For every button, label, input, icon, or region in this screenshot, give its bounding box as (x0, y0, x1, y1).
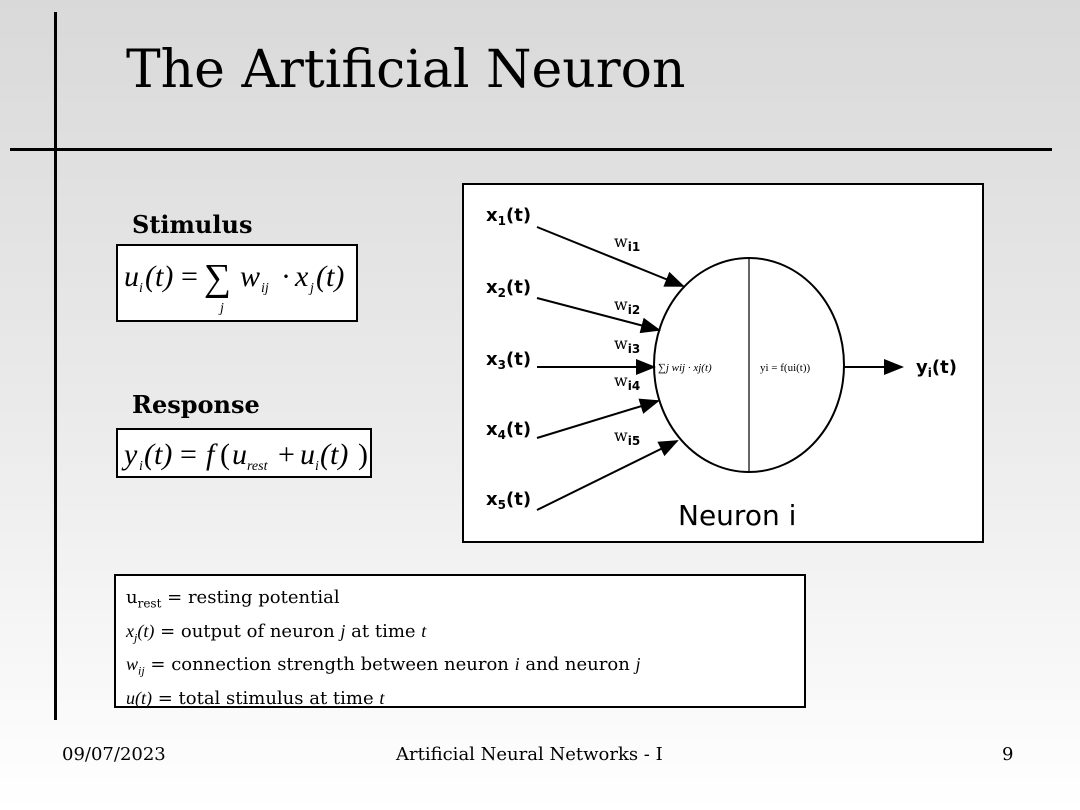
summation-sign: ∑ (204, 257, 231, 299)
input-2-arrow (536, 297, 661, 334)
input-1-label: x1(t) (486, 205, 531, 228)
footer-date: 09/07/2023 (62, 744, 166, 765)
u-subscript: i (139, 281, 143, 296)
x-symbol: x (294, 260, 309, 293)
equals-sign: = (181, 260, 198, 293)
legend-row-weight: wij = connection strength between neuron… (126, 654, 641, 678)
neuron-label: Neuron i (678, 499, 796, 532)
stimulus-heading: Stimulus (132, 210, 253, 239)
legend-row-resting: urest = resting potential (126, 587, 340, 611)
x-argument: (t) (316, 260, 344, 293)
x-subscript: j (308, 281, 314, 296)
activation-text: yi = f(ui(t)) (760, 362, 811, 374)
response-formula-box: y i (t) = f ( u rest + u i (t) ) (116, 428, 372, 478)
y-argument: (t) (144, 438, 172, 471)
weight-2-label: wi2 (614, 295, 640, 317)
u-rest-subscript: rest (247, 459, 269, 474)
u-symbol: u (124, 260, 139, 293)
equals-sign: = (180, 438, 197, 471)
u-i-symbol: u (300, 438, 315, 471)
neuron-diagram-svg: x1(t) x2(t) x3(t) x4(t) x5(t) yi(t) wi1 … (486, 205, 957, 532)
input-4-label: x4(t) (486, 419, 531, 442)
legend-row-output: xj(t) = output of neuron j at time t (126, 620, 427, 645)
y-symbol: y (121, 438, 138, 471)
sum-index: j (218, 301, 224, 316)
u-argument: (t) (145, 260, 173, 293)
open-paren: ( (220, 438, 230, 471)
neuron-diagram: x1(t) x2(t) x3(t) x4(t) x5(t) yi(t) wi1 … (462, 183, 984, 543)
slide-title: The Artificial Neuron (126, 40, 686, 100)
w-subscript: ij (261, 281, 269, 296)
u-i-subscript: i (315, 459, 319, 474)
plus-sign: + (278, 438, 295, 471)
w-symbol: w (240, 260, 260, 293)
stimulus-formula: u i (t) = ∑ j w ij · x j (t) (124, 257, 344, 316)
footer-page-number: 9 (1002, 744, 1014, 765)
weight-1-label: wi1 (614, 232, 640, 254)
input-4-arrow (536, 398, 660, 439)
weight-4-label: wi4 (614, 371, 640, 393)
input-2-label: x2(t) (486, 277, 531, 300)
legend-row-stimulus: u(t) = total stimulus at time t (126, 687, 385, 709)
input-3-label: x3(t) (486, 349, 531, 372)
dot-operator: · (281, 260, 291, 293)
footer-course: Artificial Neural Networks - I (396, 744, 663, 765)
input-5-label: x5(t) (486, 489, 531, 512)
y-subscript: i (139, 459, 143, 474)
summation-text: ∑j wij · xj(t) (658, 362, 712, 374)
f-symbol: f (206, 438, 218, 471)
horizontal-rule (10, 148, 1052, 151)
input-5-arrow (536, 440, 679, 511)
response-heading: Response (132, 390, 260, 419)
u-i-argument: (t) (320, 438, 348, 471)
u-rest-symbol: u (232, 438, 247, 471)
weight-5-label: wi5 (614, 426, 640, 448)
stimulus-formula-box: u i (t) = ∑ j w ij · x j (t) (116, 244, 358, 322)
vertical-rule (54, 12, 57, 720)
output-label: yi(t) (916, 357, 957, 380)
response-formula: y i (t) = f ( u rest + u i (t) ) (121, 438, 368, 474)
weight-3-label: wi3 (614, 334, 640, 356)
input-1-arrow (536, 226, 685, 287)
legend-box: urest = resting potential xj(t) = output… (114, 574, 806, 709)
close-paren: ) (358, 438, 368, 471)
